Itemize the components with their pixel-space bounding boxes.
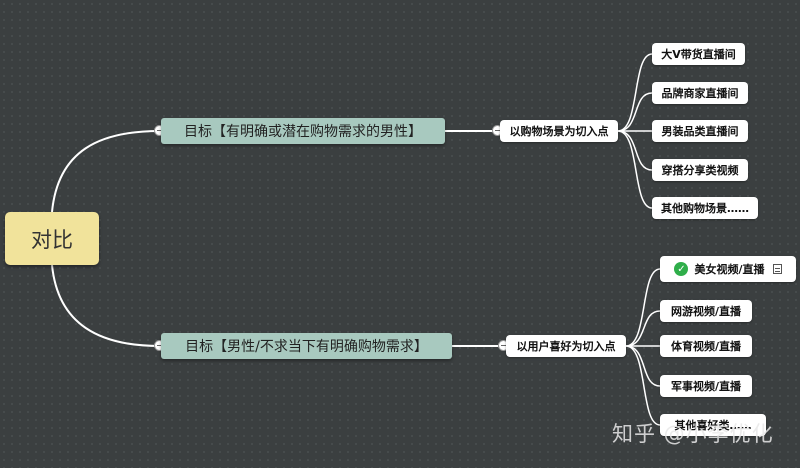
leaf-b-3[interactable]: 体育视频/直播 [660,335,752,357]
root-node[interactable]: 对比 [5,212,99,265]
branch-b-sub-node[interactable]: 以用户喜好为切入点 [506,335,626,357]
leaf-a-1[interactable]: 大V带货直播间 [652,43,745,65]
leaf-a-3[interactable]: 男装品类直播间 [652,120,748,142]
branch-a-sub-node[interactable]: 以购物场景为切入点 [500,120,618,142]
leaf-a-4[interactable]: 穿搭分享类视频 [652,159,748,181]
note-icon[interactable] [772,264,782,274]
branch-b-node[interactable]: 目标【男性/不求当下有明确购物需求】 [161,333,452,359]
leaf-b-5[interactable]: 其他喜好类…… [660,414,766,436]
check-icon: ✓ [674,262,689,276]
leaf-b-1[interactable]: ✓ 美女视频/直播 [660,256,796,282]
leaf-a-2[interactable]: 品牌商家直播间 [652,82,748,104]
leaf-a-5[interactable]: 其他购物场景…… [652,197,758,219]
leaf-b-2[interactable]: 网游视频/直播 [660,300,752,322]
leaf-b-4[interactable]: 军事视频/直播 [660,375,752,397]
root-label: 对比 [31,227,73,252]
watermark: 知乎 @小李优化 [612,422,774,446]
branch-a-node[interactable]: 目标【有明确或潜在购物需求的男性】 [161,118,445,144]
